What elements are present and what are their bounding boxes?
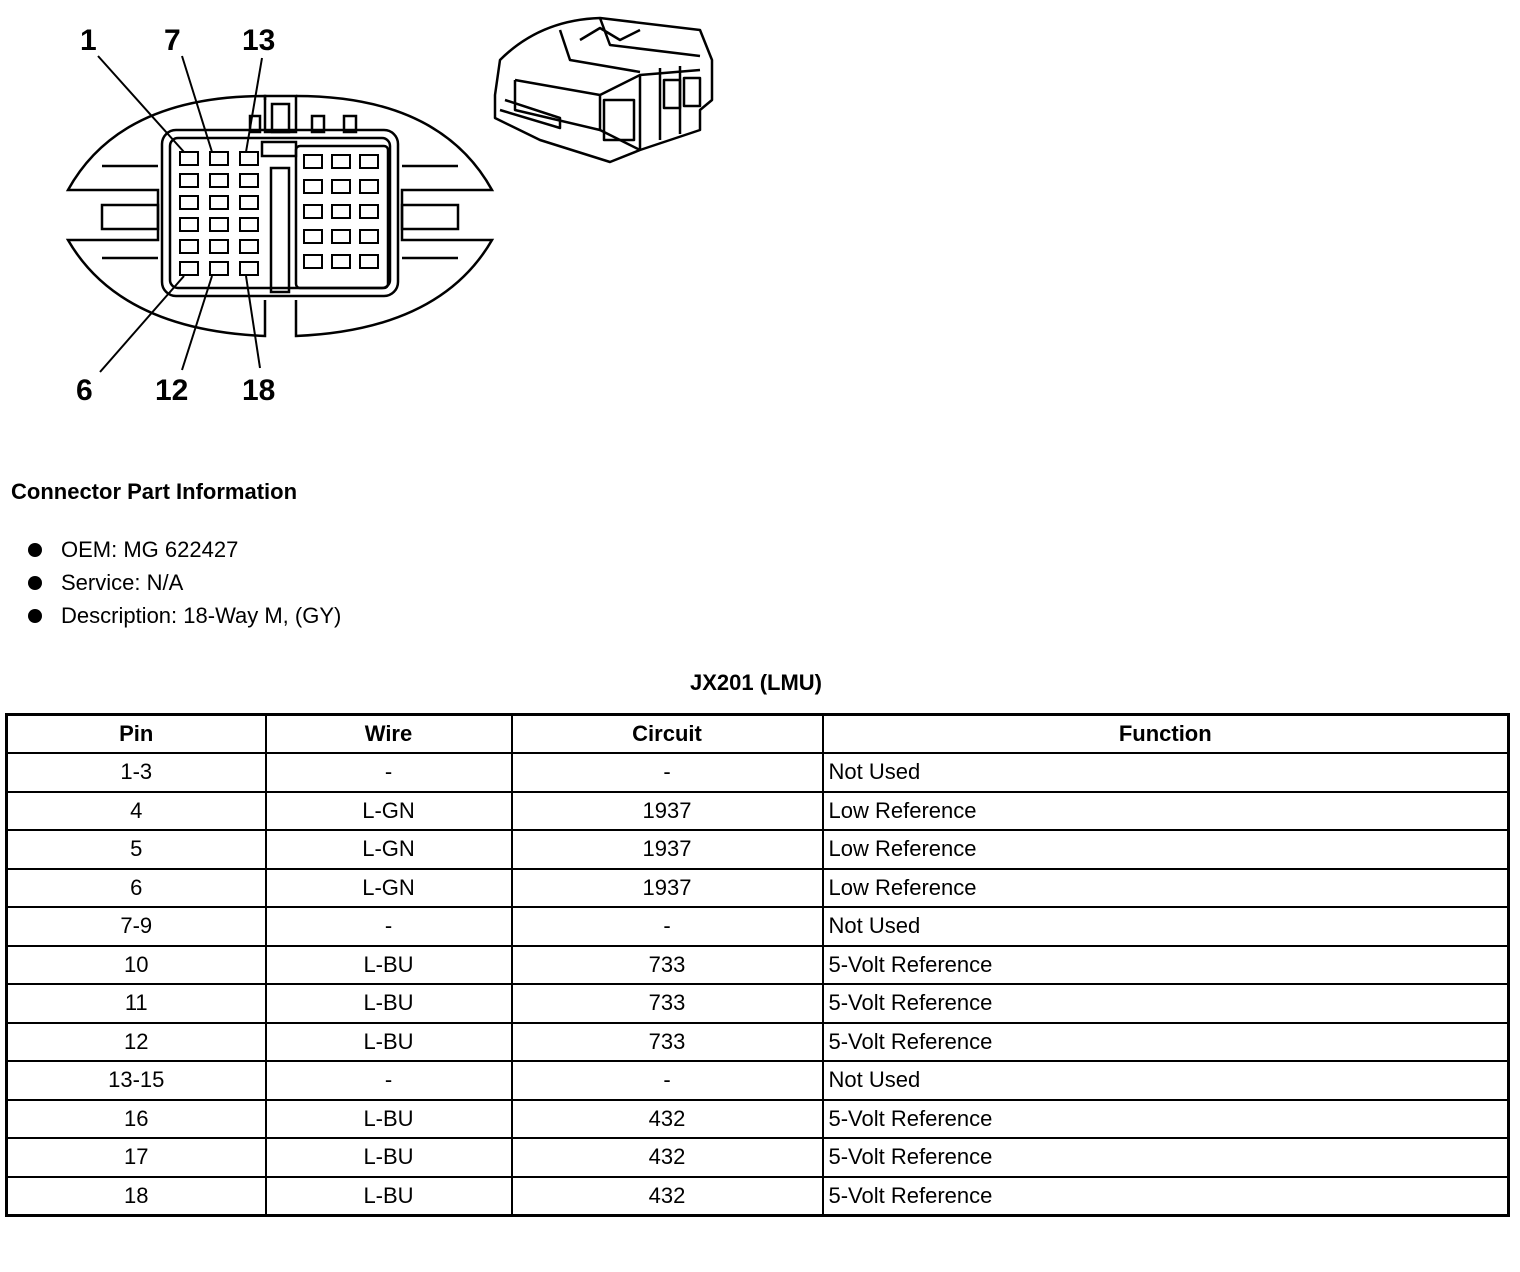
pin-label-bottom-12: 12: [155, 374, 188, 407]
pin-label-bottom-18: 18: [242, 374, 275, 407]
pin-label-top-1: 1: [80, 24, 97, 57]
cell-circuit: -: [510, 752, 824, 793]
pin-label-bottom-6: 6: [76, 374, 93, 407]
part-info-item-service: Service: N/A: [28, 566, 341, 599]
cell-pin: 12: [5, 1021, 267, 1062]
part-info-item-description: Description: 18-Way M, (GY): [28, 599, 341, 632]
connector-inner-body: [160, 128, 400, 298]
cell-pin: 4: [5, 790, 267, 831]
table-header-row: Pin Wire Circuit Function: [5, 713, 1510, 754]
pin-leader-lines: [97, 55, 263, 373]
pin-column-1: [179, 151, 199, 276]
cell-pin: 10: [5, 944, 267, 985]
cell-circuit: 733: [510, 983, 824, 1024]
cell-circuit: 432: [510, 1175, 824, 1216]
cell-wire: L-BU: [264, 944, 513, 985]
table-row: 7-9--Not Used: [5, 906, 1510, 947]
cell-pin: 6: [5, 867, 267, 908]
connector-isometric-view: [493, 16, 714, 164]
cell-circuit: 1937: [510, 867, 824, 908]
cell-wire: -: [264, 906, 513, 947]
cell-wire: L-BU: [264, 1137, 513, 1178]
cell-circuit: -: [510, 1060, 824, 1101]
cell-wire: -: [264, 752, 513, 793]
cell-function: 5-Volt Reference: [821, 1098, 1510, 1139]
pin-table-title: JX201 (LMU): [689, 670, 823, 695]
cell-pin: 5: [5, 829, 267, 870]
cell-function: Low Reference: [821, 790, 1510, 831]
pin-column-3: [239, 151, 259, 276]
cell-pin: 16: [5, 1098, 267, 1139]
cell-circuit: 1937: [510, 790, 824, 831]
cell-wire: L-BU: [264, 1021, 513, 1062]
pin-column-2: [209, 151, 229, 276]
cell-circuit: 1937: [510, 829, 824, 870]
cell-function: Not Used: [821, 752, 1510, 793]
cell-function: Not Used: [821, 1060, 1510, 1101]
header-wire: Wire: [264, 713, 513, 754]
pin-label-top-7: 7: [164, 24, 181, 57]
cell-function: 5-Volt Reference: [821, 1175, 1510, 1216]
cell-function: 5-Volt Reference: [821, 983, 1510, 1024]
cell-function: Not Used: [821, 906, 1510, 947]
bullet-icon: [28, 543, 42, 557]
cell-wire: L-GN: [264, 790, 513, 831]
header-circuit: Circuit: [510, 713, 824, 754]
cell-wire: L-GN: [264, 867, 513, 908]
cell-wire: L-BU: [264, 1098, 513, 1139]
cell-pin: 1-3: [5, 752, 267, 793]
pin-terminals: [179, 151, 379, 276]
cell-function: Low Reference: [821, 867, 1510, 908]
cell-function: 5-Volt Reference: [821, 1137, 1510, 1178]
cell-circuit: 432: [510, 1098, 824, 1139]
cell-wire: L-BU: [264, 983, 513, 1024]
header-pin: Pin: [5, 713, 267, 754]
cell-pin: 13-15: [5, 1060, 267, 1101]
table-row: 13-15--Not Used: [5, 1060, 1510, 1101]
cell-pin: 18: [5, 1175, 267, 1216]
cell-function: 5-Volt Reference: [821, 944, 1510, 985]
cell-circuit: 733: [510, 1021, 824, 1062]
connector-part-info-list: OEM: MG 622427 Service: N/A Description:…: [28, 533, 341, 632]
cell-wire: L-GN: [264, 829, 513, 870]
part-info-item-oem: OEM: MG 622427: [28, 533, 341, 566]
bullet-icon: [28, 609, 42, 623]
cell-wire: L-BU: [264, 1175, 513, 1216]
cell-pin: 17: [5, 1137, 267, 1178]
unused-cavities: [303, 154, 379, 269]
connector-part-info-heading: Connector Part Information: [11, 479, 298, 504]
cell-circuit: -: [510, 906, 824, 947]
cell-pin: 11: [5, 983, 267, 1024]
bullet-icon: [28, 576, 42, 590]
header-function: Function: [821, 713, 1510, 754]
table-row: 1-3--Not Used: [5, 752, 1510, 793]
cell-circuit: 432: [510, 1137, 824, 1178]
cell-wire: -: [264, 1060, 513, 1101]
cell-pin: 7-9: [5, 906, 267, 947]
cell-circuit: 733: [510, 944, 824, 985]
pin-label-top-13: 13: [242, 24, 275, 57]
connector-diagram: 1 7 13 6 12 18: [65, 16, 714, 407]
cell-function: 5-Volt Reference: [821, 1021, 1510, 1062]
cell-function: Low Reference: [821, 829, 1510, 870]
connector-latch: [263, 94, 298, 134]
